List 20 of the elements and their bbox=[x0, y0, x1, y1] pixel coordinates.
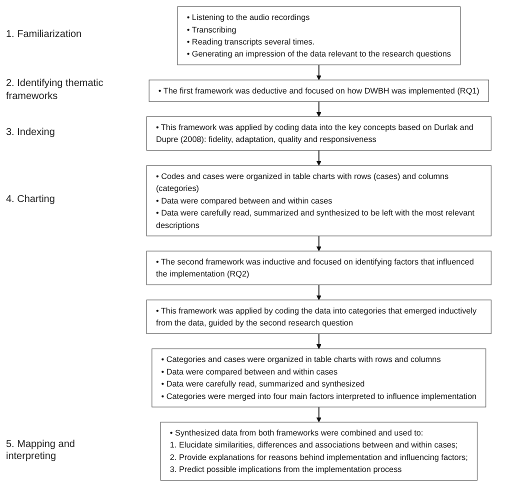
node-box: • Codes and cases were organized in table charts with rows (cases) and columns (categories) • Data were compared between and within cases • Data were carefully read, summarized and synthesized to be left with the most relevant descriptions bbox=[146, 165, 492, 236]
step-label: 1. Familiarization bbox=[6, 29, 82, 42]
node-box: • The first framework was deductive and focused on how DWBH was implemented (RQ1) bbox=[148, 80, 490, 102]
step-label: 2. Identifying thematic frameworks bbox=[6, 78, 104, 104]
node-box: • This framework was applied by coding data into the key concepts based on Durlak and Dupre (2008): fidelity, adaptation, quality and responsiveness bbox=[146, 116, 492, 151]
arrow bbox=[316, 101, 322, 117]
step-label: 4. Charting bbox=[6, 194, 55, 207]
node-box: • Synthesized data from both frameworks were combined and used to: 1. Elucidate similarities, differences and associations between and within cases; 2. Provide explanations for reasons behind implementation and influencing factors; 3. Predict possible implications from the implementation process bbox=[160, 422, 478, 481]
arrow bbox=[316, 333, 322, 350]
step-label: 3. Indexing bbox=[6, 127, 55, 140]
node-box: • Categories and cases were organized in table charts with rows and columns • Data were compared between and within cases • Data were carefully read, summarized and synthesized • Categories were merged into four main factors interpreted to influence implementation bbox=[152, 348, 486, 408]
arrow bbox=[316, 64, 322, 80]
arrow bbox=[316, 150, 322, 166]
node-box: • This framework was applied by coding the data into categories that emerged inductively from the data, guided by the second research question bbox=[146, 300, 492, 334]
node-box: • The second framework was inductive and focused on identifying factors that influenced the implementation (RQ2) bbox=[146, 250, 492, 286]
step-label: 5. Mapping and interpreting bbox=[6, 438, 76, 464]
arrow bbox=[316, 284, 322, 300]
arrow bbox=[316, 406, 322, 422]
node-box: • Listening to the audio recordings • Transcribing • Reading transcripts several times. • Generating an impression of the data relevant to the research questions bbox=[177, 6, 461, 66]
arrow bbox=[316, 235, 322, 252]
